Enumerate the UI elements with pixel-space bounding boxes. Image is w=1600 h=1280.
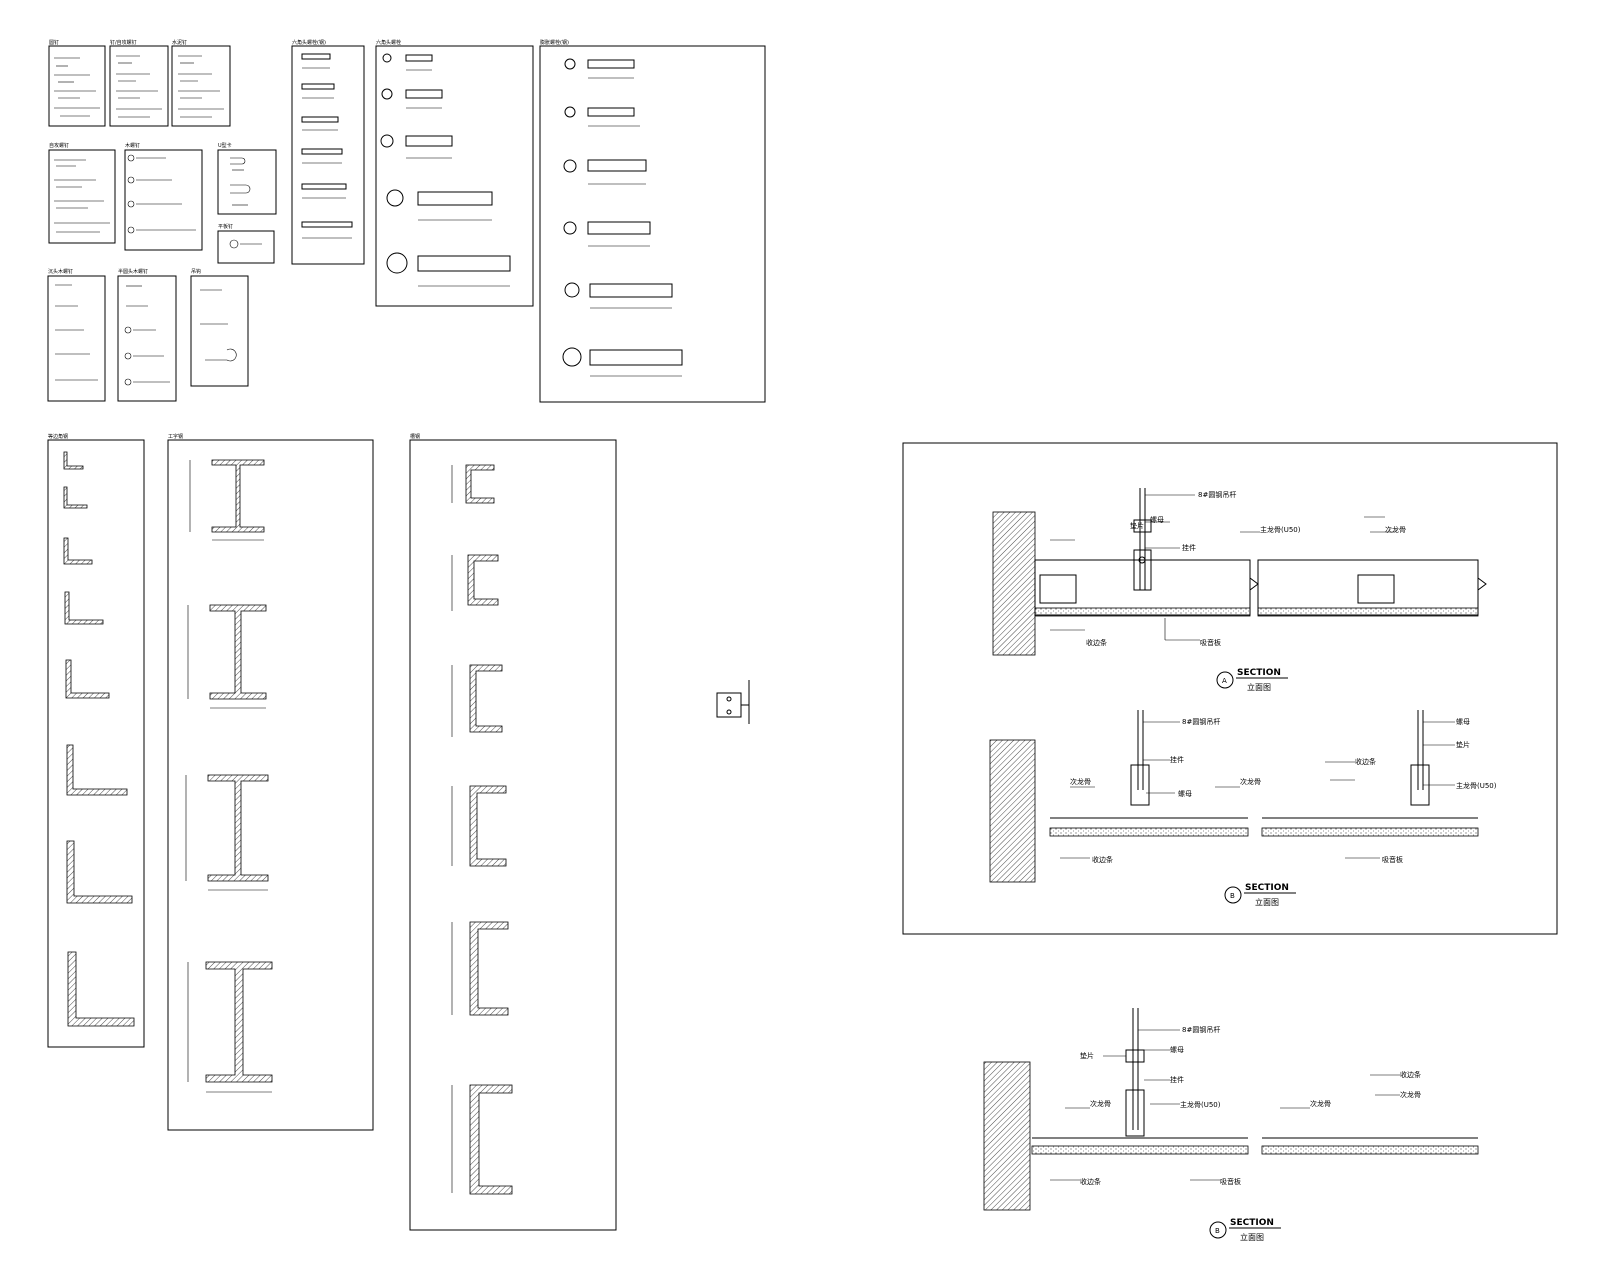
label-cross-runner-2: 次龙骨 [1310, 1099, 1331, 1108]
label-cross-runner: 次龙骨 [1070, 777, 1091, 786]
nail-panel-2: 钉/自攻螺钉 [109, 39, 169, 127]
hook-panel: 吊钩 [190, 268, 249, 387]
label-edge-trim-left: 收边条 [1080, 1177, 1101, 1186]
label-hanger: 8#圆钢吊杆 [1198, 490, 1236, 499]
hex-bolt-panel-1: 六角头螺栓(钢) [291, 39, 365, 265]
channel-panel: 槽钢 [409, 433, 617, 1231]
clip-panel: U型卡 [217, 142, 277, 215]
label-edge-trim: 收边条 [1086, 638, 1107, 647]
angle-steel-panel: 等边角钢 [47, 433, 145, 1048]
nail-panel-1: 圆钉 [48, 39, 106, 127]
panel-title: 圆钉 [49, 39, 59, 46]
nail-panel-3: 水泥钉 [171, 39, 231, 127]
section-subtitle: 立面图 [1247, 682, 1271, 692]
section-title: SECTION [1245, 883, 1289, 893]
panel-title: 等边角钢 [48, 433, 68, 440]
label-nut: 螺母 [1178, 789, 1192, 798]
section-a-drawing: 8#圆钢吊杆 螺母 垫片 挂件 主龙骨(U50) 次龙骨 收边条 吸音板 A S… [992, 488, 1487, 692]
label-nut: 螺母 [1170, 1045, 1184, 1054]
i-beam-panel: 工字钢 [167, 433, 374, 1131]
panel-title: 吊钩 [191, 268, 201, 275]
label-cross-runner: 次龙骨 [1090, 1099, 1111, 1108]
panel-title: 沉头木螺钉 [48, 268, 73, 275]
label-clip: 挂件 [1170, 755, 1184, 764]
label-washer: 垫片 [1456, 740, 1470, 749]
section-marker [1224, 886, 1242, 904]
section-b-drawing: 8#圆钢吊杆 挂件 螺母 次龙骨 次龙骨 收边条 螺母 垫片 主龙骨(U50) … [989, 710, 1497, 907]
label-cross-runner: 次龙骨 [1385, 525, 1406, 534]
section-subtitle: 立面图 [1240, 1232, 1264, 1242]
label-board: 吸音板 [1200, 638, 1221, 647]
label-edge-trim-left: 收边条 [1092, 855, 1113, 864]
panel-title: 工字钢 [168, 433, 183, 440]
label-cross-runner-2: 次龙骨 [1240, 777, 1261, 786]
section-marker-label: A [1222, 677, 1227, 685]
panel-title: 六角头螺栓(钢) [292, 39, 326, 46]
section-title: SECTION [1230, 1218, 1274, 1228]
wall-hatch [983, 1061, 1031, 1211]
label-board: 吸音板 [1220, 1177, 1241, 1186]
label-nut-right: 螺母 [1456, 717, 1470, 726]
wood-screw-panel-2: 半圆头木螺钉 [117, 268, 177, 402]
label-edge-trim: 收边条 [1400, 1070, 1421, 1079]
label-hanger: 8#圆钢吊杆 [1182, 1025, 1220, 1034]
section-marker-label: B [1215, 1227, 1220, 1235]
anchor-bolt-panel: 膨胀螺栓(钢) [539, 39, 766, 403]
label-main-runner: 主龙骨(U50) [1456, 781, 1497, 790]
panel-title: 钉/自攻螺钉 [110, 39, 137, 46]
label-hanger: 8#圆钢吊杆 [1182, 717, 1220, 726]
panel-title: 自攻螺钉 [49, 142, 69, 149]
label-clip: 挂件 [1170, 1075, 1184, 1084]
section-c-drawing: 8#圆钢吊杆 垫片 螺母 挂件 主龙骨(U50) 次龙骨 次龙骨 收边条 次龙骨… [983, 1008, 1479, 1242]
panel-title: 膨胀螺栓(钢) [540, 39, 569, 46]
section-marker [1209, 1221, 1227, 1239]
label-cross-runner-3: 次龙骨 [1400, 1090, 1421, 1099]
wood-screw-panel-1: 沉头木螺钉 [47, 268, 106, 402]
panel-title: 六角头螺栓 [376, 39, 401, 46]
label-main-runner: 主龙骨(U50) [1180, 1100, 1221, 1109]
label-washer: 垫片 [1080, 1051, 1094, 1060]
screw-panel-2: 木螺钉 [124, 142, 203, 251]
label-main-runner: 主龙骨(U50) [1260, 525, 1301, 534]
single-fastener-panel: 平板钉 [217, 223, 275, 264]
section-title: SECTION [1237, 668, 1281, 678]
bracket-symbol [716, 680, 750, 724]
label-nut: 螺母 [1150, 515, 1164, 524]
label-washer: 垫片 [1130, 521, 1144, 530]
section-marker-label: B [1230, 892, 1235, 900]
panel-title: 槽钢 [410, 433, 420, 440]
wall-hatch [992, 511, 1036, 656]
screw-panel-1: 自攻螺钉 [48, 142, 116, 244]
panel-title: U型卡 [218, 142, 232, 149]
hex-bolt-panel-2: 六角头螺栓 [375, 39, 534, 307]
label-edge-trim: 收边条 [1355, 757, 1376, 766]
panel-title: 半圆头木螺钉 [118, 268, 148, 275]
label-board: 吸音板 [1382, 855, 1403, 864]
section-marker [1216, 671, 1234, 689]
panel-title: 水泥钉 [172, 39, 187, 46]
wall-hatch [989, 739, 1036, 883]
label-clip: 挂件 [1182, 543, 1196, 552]
section-subtitle: 立面图 [1255, 897, 1279, 907]
panel-title: 平板钉 [218, 223, 233, 230]
panel-title: 木螺钉 [125, 142, 140, 149]
